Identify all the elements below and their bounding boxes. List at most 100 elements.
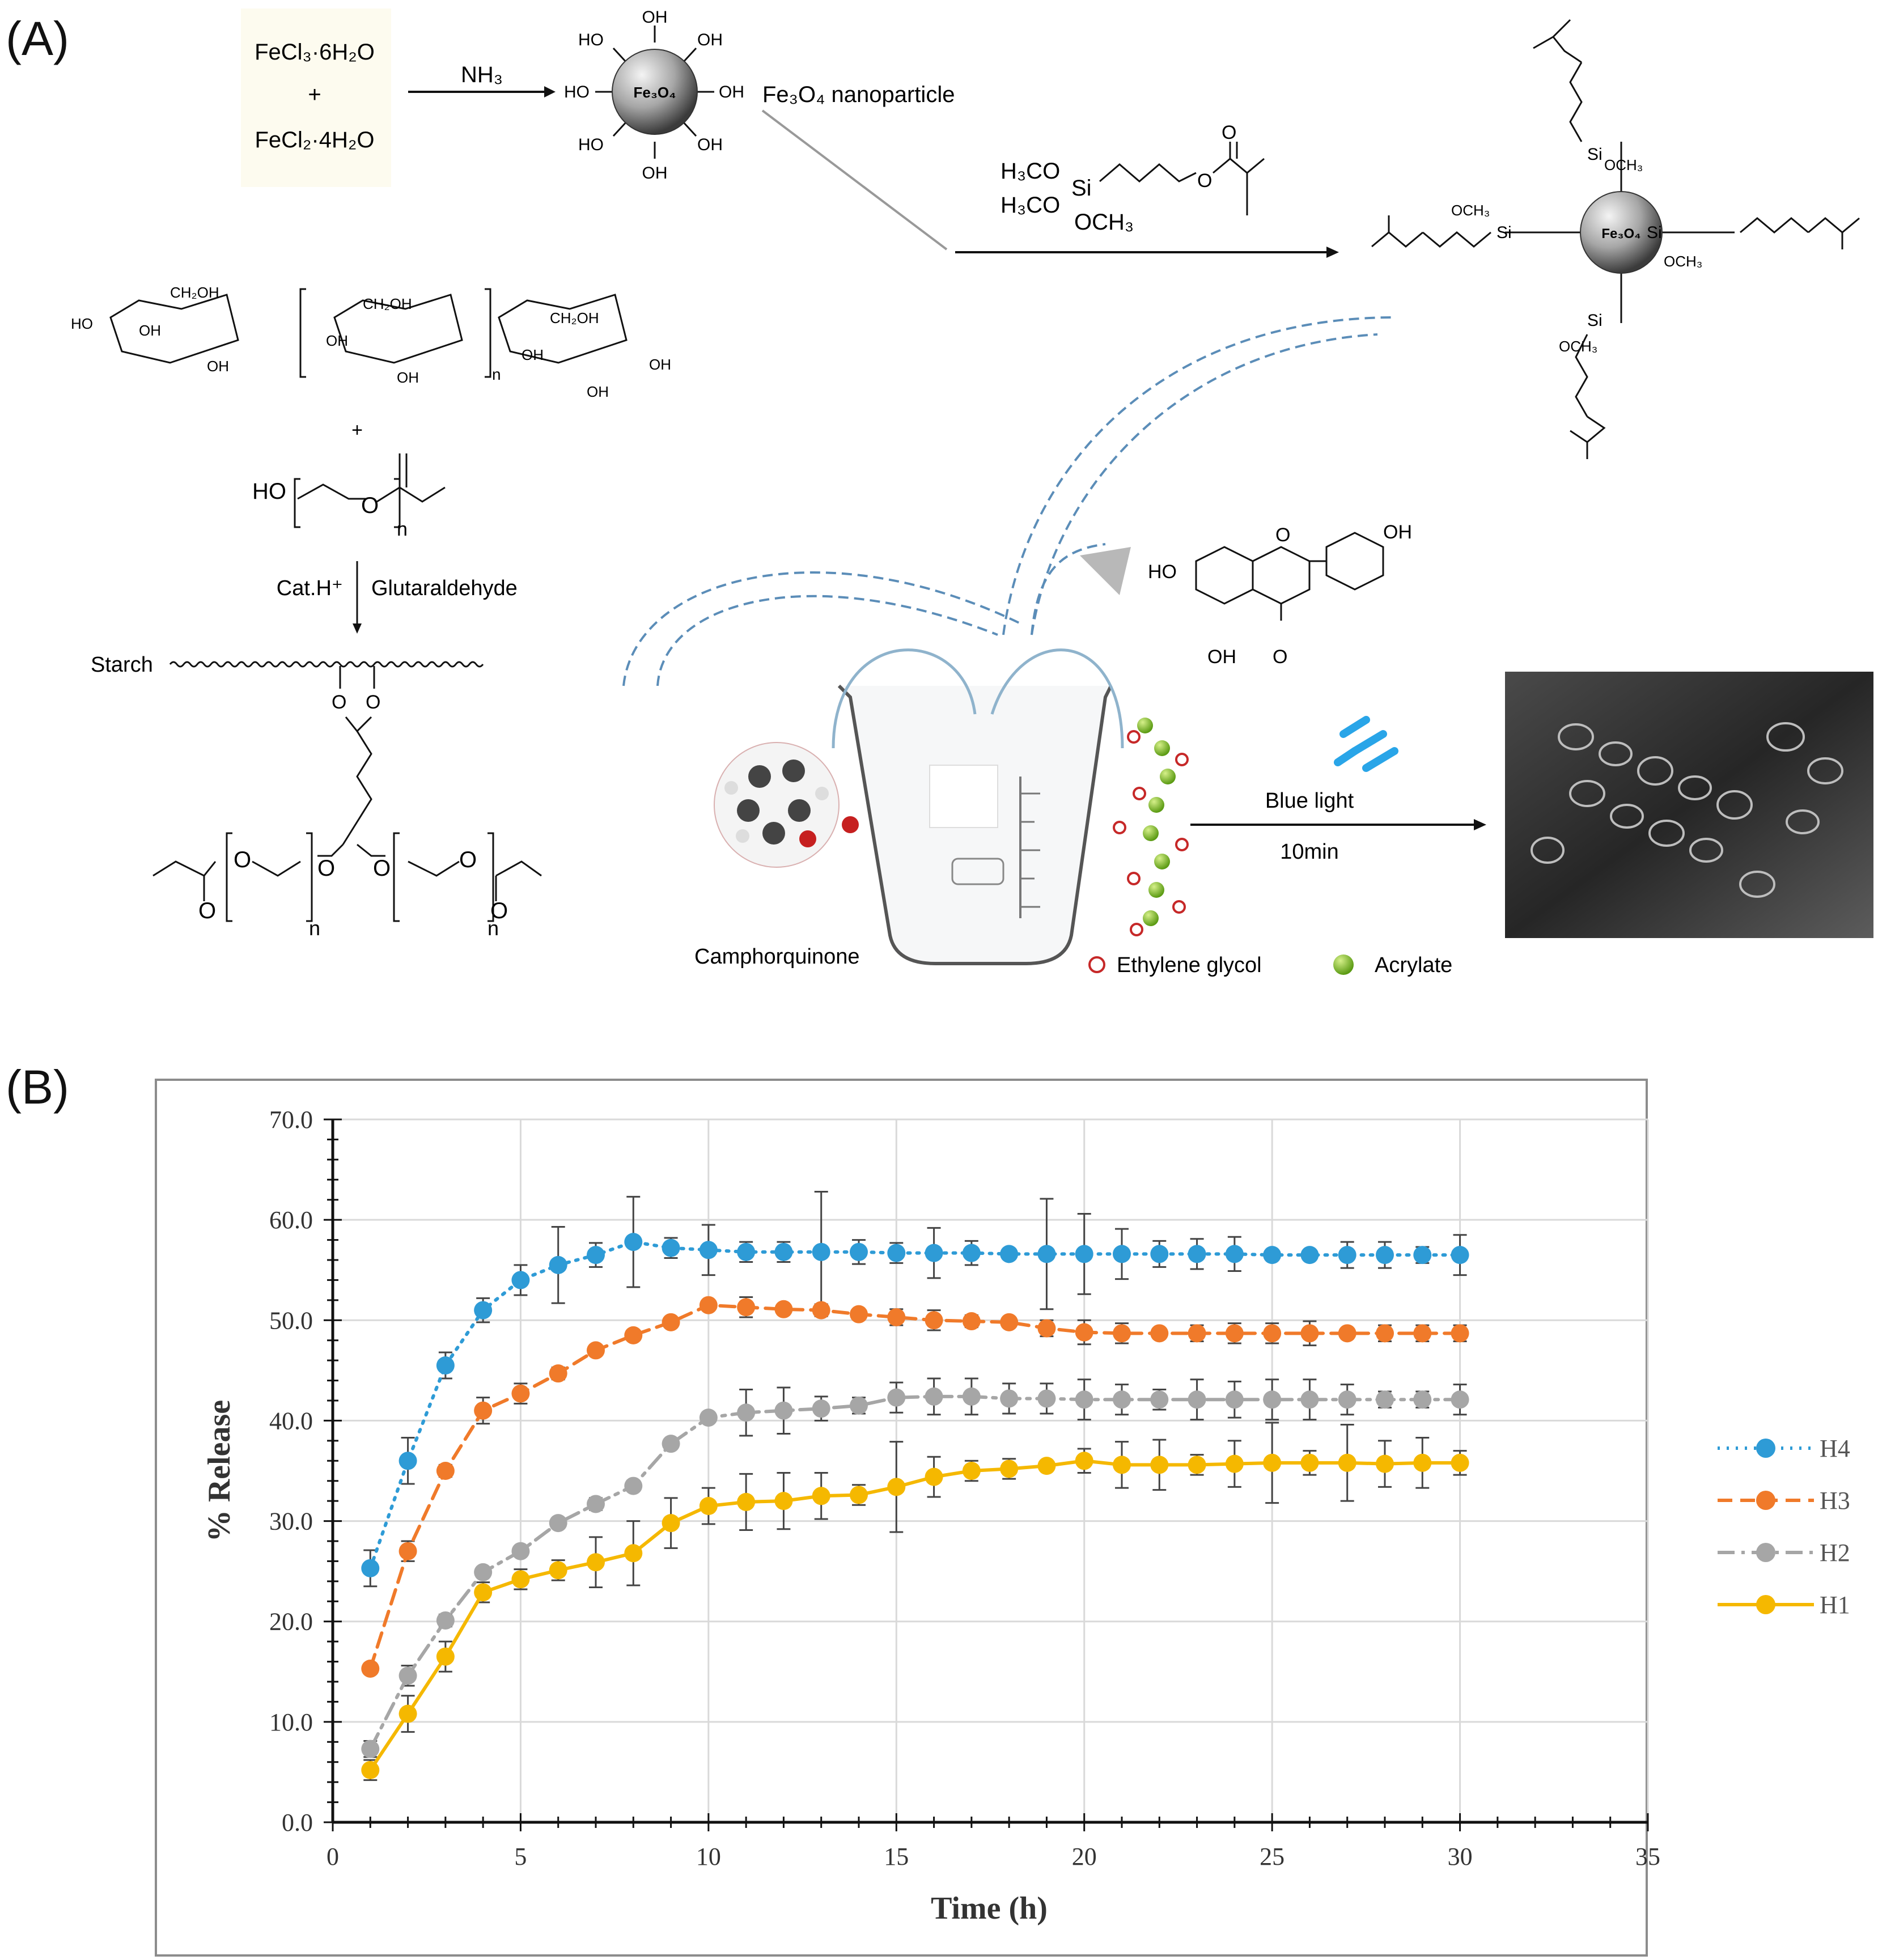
data-point-h2 xyxy=(361,1740,380,1758)
data-point-h2 xyxy=(699,1409,718,1427)
svg-text:O: O xyxy=(1273,646,1287,668)
data-point-h4 xyxy=(436,1356,455,1374)
x-tick-label: 0 xyxy=(327,1843,339,1870)
data-point-h3 xyxy=(737,1298,756,1317)
svg-text:OH: OH xyxy=(649,356,671,373)
data-point-h4 xyxy=(887,1244,906,1262)
y-tick-label: 30.0 xyxy=(269,1508,313,1535)
svg-text:OCH₃: OCH₃ xyxy=(1451,202,1490,219)
data-point-h4 xyxy=(624,1233,643,1251)
data-point-h1 xyxy=(361,1760,380,1779)
data-point-h3 xyxy=(1188,1324,1206,1343)
svg-text:OH: OH xyxy=(642,164,668,183)
data-point-h4 xyxy=(774,1242,793,1261)
silane-h3co-bottom: H₃CO xyxy=(1001,193,1060,218)
chart-markers xyxy=(361,1233,1469,1779)
x-tick-label: 10 xyxy=(696,1843,721,1870)
data-point-h1 xyxy=(1413,1453,1432,1472)
data-point-h2 xyxy=(1451,1390,1469,1409)
reagent-fecl2: FeCl₂·4H₂O xyxy=(255,128,374,152)
data-point-h1 xyxy=(737,1492,756,1511)
legend-acrylate-label: Acrylate xyxy=(1375,953,1452,977)
data-point-h3 xyxy=(1225,1324,1244,1343)
data-point-h3 xyxy=(474,1401,493,1420)
data-point-h4 xyxy=(925,1244,943,1262)
np-core-label: Fe₃O₄ xyxy=(634,84,676,101)
y-tick-label: 20.0 xyxy=(269,1608,313,1636)
data-point-h3 xyxy=(1000,1313,1019,1331)
data-point-h4 xyxy=(1225,1245,1244,1263)
catalyst-label: Cat.H⁺ xyxy=(277,576,343,600)
data-point-h3 xyxy=(1037,1319,1056,1338)
svg-text:OH: OH xyxy=(1207,646,1236,668)
data-point-h1 xyxy=(662,1514,680,1533)
silanized-nanoparticle: Fe₃O₄ Si OCH₃ Si OCH₃ Si OCH₃ Si OCH₃ xyxy=(1371,19,1860,459)
legend-label-h4: H4 xyxy=(1820,1435,1850,1462)
flow-arrowhead xyxy=(1080,547,1131,595)
data-point-h1 xyxy=(699,1497,718,1515)
data-point-h3 xyxy=(699,1296,718,1314)
silane-reagent: H₃CO H₃CO Si OCH₃ O O xyxy=(1001,122,1265,235)
nh3-label: NH₃ xyxy=(461,62,503,87)
legend-label-h3: H3 xyxy=(1820,1487,1850,1514)
data-point-h1 xyxy=(399,1704,417,1723)
y-tick-label: 60.0 xyxy=(269,1206,313,1234)
legend-marker-h2 xyxy=(1756,1543,1775,1562)
data-point-h2 xyxy=(812,1399,830,1418)
data-point-h1 xyxy=(511,1570,530,1589)
legend-marker-h4 xyxy=(1756,1439,1775,1458)
data-point-h4 xyxy=(1376,1246,1394,1265)
reagent-plus: + xyxy=(308,82,321,107)
data-point-h2 xyxy=(549,1514,567,1533)
np-label: Fe₃O₄ nanoparticle xyxy=(762,82,955,107)
svg-text:CH₂OH: CH₂OH xyxy=(170,284,219,301)
legend-label-h2: H2 xyxy=(1820,1539,1850,1567)
data-point-h1 xyxy=(549,1561,567,1580)
data-point-h1 xyxy=(925,1467,943,1486)
data-point-h3 xyxy=(1263,1324,1282,1343)
y-axis-label: % Release xyxy=(202,1400,237,1542)
peg-monomer: HO O n xyxy=(252,453,446,540)
data-point-h4 xyxy=(662,1238,680,1257)
data-point-h2 xyxy=(1263,1390,1282,1409)
data-point-h3 xyxy=(1113,1324,1131,1343)
svg-text:O: O xyxy=(361,493,379,518)
reagent-fecl3: FeCl₃·6H₂O xyxy=(255,40,375,65)
data-point-h2 xyxy=(662,1435,680,1453)
data-point-h3 xyxy=(361,1659,380,1678)
legend-acrylate-marker xyxy=(1333,954,1354,975)
data-point-h2 xyxy=(474,1563,493,1581)
svg-text:O: O xyxy=(234,847,251,872)
nh3-arrowhead xyxy=(544,86,556,97)
x-tick-label: 35 xyxy=(1635,1843,1660,1870)
svg-text:HO: HO xyxy=(564,83,590,101)
flow-arrows xyxy=(622,316,1395,686)
blue-light-icon xyxy=(1334,716,1398,772)
beaker xyxy=(832,648,1124,965)
data-point-h4 xyxy=(1338,1246,1356,1265)
svg-text:OH: OH xyxy=(207,358,229,375)
svg-text:O: O xyxy=(1222,122,1236,143)
data-point-h2 xyxy=(1037,1389,1056,1408)
x-axis-label: Time (h) xyxy=(931,1891,1048,1926)
data-point-h1 xyxy=(774,1492,793,1511)
svg-text:Si: Si xyxy=(1587,145,1603,164)
data-point-h3 xyxy=(511,1384,530,1403)
svg-text:OH: OH xyxy=(397,369,419,386)
data-point-h2 xyxy=(1338,1390,1356,1409)
data-point-h1 xyxy=(962,1462,981,1480)
data-point-h3 xyxy=(850,1305,868,1323)
data-point-h1 xyxy=(1075,1452,1093,1470)
data-point-h2 xyxy=(850,1396,868,1415)
x-tick-label: 15 xyxy=(884,1843,909,1870)
svg-text:Si: Si xyxy=(1497,223,1512,242)
data-point-h4 xyxy=(1413,1246,1432,1265)
data-point-h2 xyxy=(587,1495,605,1513)
svg-text:Si: Si xyxy=(1587,311,1603,330)
chart-frame xyxy=(155,1079,1648,1957)
np-connector-line xyxy=(761,109,948,251)
svg-text:HO: HO xyxy=(71,315,93,332)
data-point-h4 xyxy=(1075,1245,1093,1263)
